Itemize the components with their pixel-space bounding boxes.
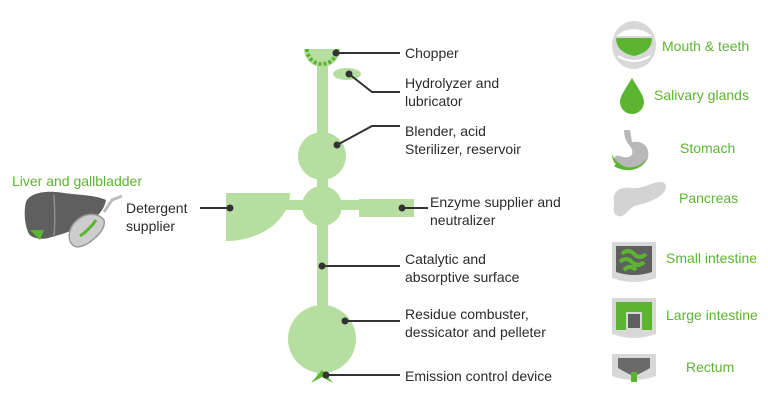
junction-shape [302,186,342,226]
organ-label-rectum: Rectum [686,359,735,375]
organ-label-mouth: Mouth & teeth [662,38,750,54]
pancreas-icon [613,182,666,217]
organ-label-large-intestine: Large intestine [666,307,758,323]
label-chopper: Chopper [405,45,459,61]
organ-label-small-intestine: Small intestine [666,250,758,266]
liver-gallbladder-icon [24,191,123,248]
detergent-supplier-shape [226,193,290,241]
label-residue-combuster: Residue combuster,dessicator and pellete… [405,306,546,340]
mouth-icon [612,21,656,69]
blender-reservoir-shape [298,132,346,180]
residue-combuster-shape [288,305,356,373]
small-intestine-icon [612,242,656,282]
emission-control-shape [311,370,333,383]
leader-lines [200,52,428,376]
organ-label-stomach: Stomach [680,140,736,156]
large-intestine-icon [612,298,656,338]
enzyme-supplier-shape [359,199,414,217]
label-emission-control: Emission control device [405,368,553,384]
liver-gallbladder-label: Liver and gallbladder [12,173,142,189]
rectum-icon [612,354,656,382]
salivary-drop-icon [620,78,644,114]
organ-label-pancreas: Pancreas [679,190,739,206]
stomach-icon [612,130,649,171]
leader-dots [226,49,406,379]
organ-label-salivary: Salivary glands [654,87,749,103]
